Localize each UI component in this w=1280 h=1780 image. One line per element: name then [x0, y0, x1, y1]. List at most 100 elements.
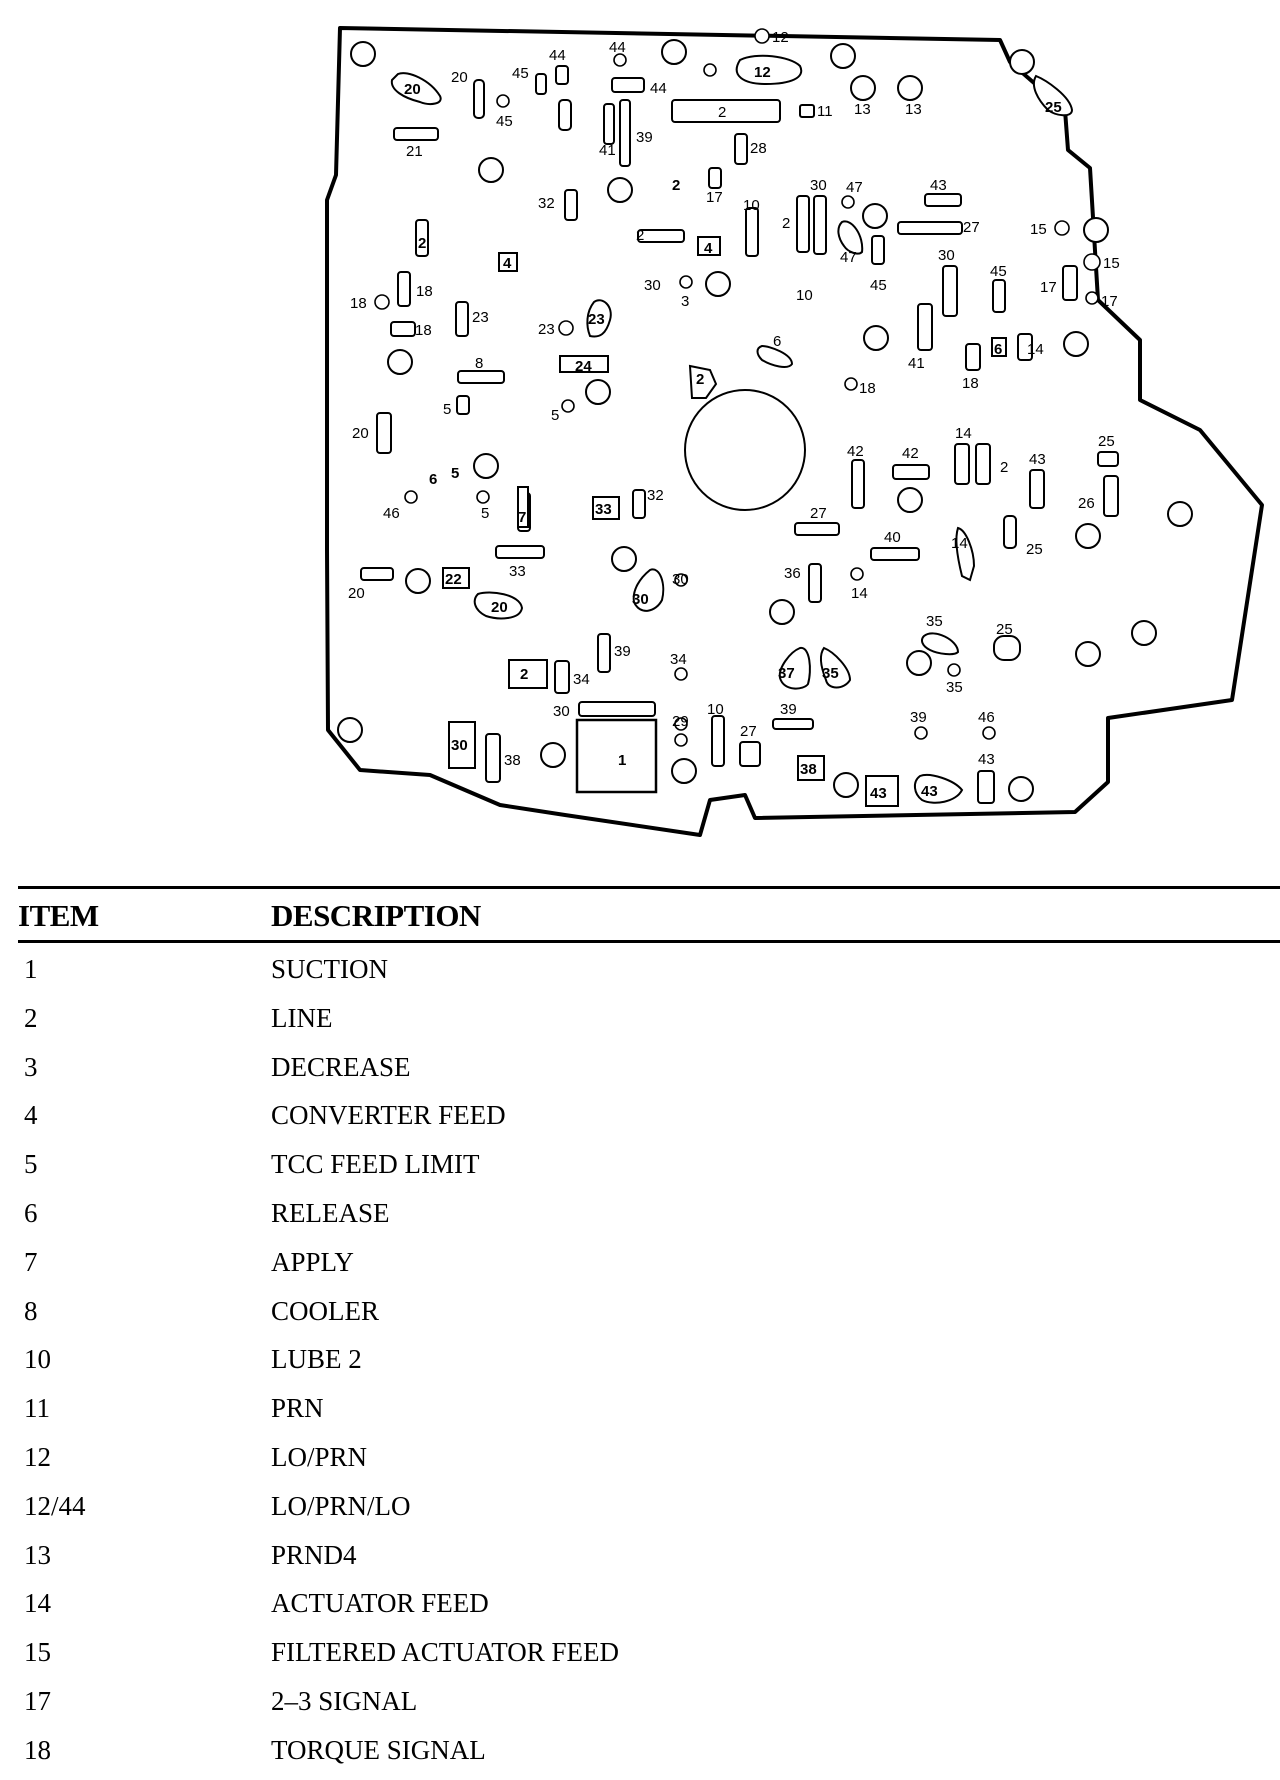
port-label: 36 [784, 565, 801, 582]
port-label: 37 [778, 665, 795, 682]
port-label: 8 [475, 355, 483, 372]
plain-ports [387, 39, 1109, 802]
port-label: 14 [955, 425, 972, 442]
port-label: 40 [884, 529, 901, 546]
suction-port [575, 718, 658, 794]
port-label: 4 [503, 255, 512, 272]
port-label: 38 [504, 752, 521, 769]
port-label: 35 [822, 665, 839, 682]
port-label: 30 [938, 247, 955, 264]
item-cell: 15 [24, 1637, 51, 1668]
port-label: 32 [647, 487, 664, 504]
description-cell: LO/PRN/LO [271, 1490, 411, 1521]
port-label: 25 [1098, 433, 1115, 450]
port-label: 34 [573, 671, 590, 688]
port-label: 2 [1000, 459, 1008, 476]
description-cell: APPLY [271, 1246, 354, 1277]
item-cell: 2 [24, 1002, 38, 1033]
valve-body-diagram: 1 [325, 26, 1264, 837]
description-cell: PRND4 [271, 1539, 357, 1570]
mounting-holes [337, 41, 1193, 743]
port-label: 35 [946, 679, 963, 696]
port-label: 18 [415, 322, 432, 339]
description-cell: LO/PRN [271, 1441, 368, 1472]
port-label: 45 [496, 113, 513, 130]
table-row: 2 LINE [18, 999, 1280, 1048]
port-label: 5 [551, 407, 559, 424]
item-cell: 6 [24, 1197, 38, 1228]
table-rule-header [18, 940, 1280, 943]
description-cell: ACTUATOR FEED [271, 1588, 489, 1619]
slot-ports [360, 65, 1119, 804]
port-label: 17 [706, 189, 723, 206]
port-label: 10 [707, 701, 724, 718]
port-label: 18 [350, 295, 367, 312]
port-label: 2 [520, 666, 528, 683]
port-label: 6 [773, 333, 781, 350]
item-cell: 10 [24, 1344, 51, 1375]
description-cell: TORQUE SIGNAL [271, 1734, 486, 1765]
port-label: 34 [670, 651, 687, 668]
port-label: 2 [672, 177, 680, 194]
port-label: 20 [451, 69, 468, 86]
table-row: 8 COOLER [18, 1292, 1280, 1341]
port-label: 38 [800, 761, 817, 778]
port-label: 6 [994, 341, 1002, 358]
port-label: 18 [859, 380, 876, 397]
port-label: 20 [352, 425, 369, 442]
item-cell: 18 [24, 1734, 51, 1765]
port-label: 47 [840, 249, 857, 266]
port-label: 43 [870, 785, 887, 802]
port-label: 42 [902, 445, 919, 462]
description-cell: RELEASE [271, 1197, 390, 1228]
port-label: 32 [538, 195, 555, 212]
port-label: 20 [348, 585, 365, 602]
table-rule-top [18, 886, 1280, 889]
port-label: 6 [429, 471, 437, 488]
port-label: 44 [549, 47, 566, 64]
port-label: 39 [636, 129, 653, 146]
port-label: 27 [963, 219, 980, 236]
port-label: 5 [443, 401, 451, 418]
port-label: 30 [810, 177, 827, 194]
port-label: 39 [910, 709, 927, 726]
lobed-ports [390, 54, 1074, 804]
port-label: 45 [512, 65, 529, 82]
description-cell: COOLER [271, 1295, 379, 1326]
port-label: 43 [978, 751, 995, 768]
port-label: 2 [418, 235, 426, 252]
port-label: 45 [990, 263, 1007, 280]
port-label: 12 [772, 29, 789, 46]
item-cell: 3 [24, 1051, 38, 1082]
port-label: 41 [599, 142, 616, 159]
port-label: 20 [491, 599, 508, 616]
item-cell: 12/44 [24, 1490, 86, 1521]
item-cell: 8 [24, 1295, 38, 1326]
table-row: 3 DECREASE [18, 1048, 1280, 1097]
item-cell: 7 [24, 1246, 38, 1277]
item-cell: 12 [24, 1441, 51, 1472]
port-label: 12 [754, 64, 771, 81]
port-label: 10 [743, 197, 760, 214]
port-label: 17 [1101, 293, 1118, 310]
port-label: 3 [681, 293, 689, 310]
description-cell: DECREASE [271, 1051, 411, 1082]
port-label: 14 [951, 535, 968, 552]
small-ports [374, 28, 1101, 747]
description-cell: LINE [271, 1002, 333, 1033]
table-row: 7 APPLY [18, 1243, 1280, 1292]
port-label: 27 [810, 505, 827, 522]
port-label: 2 [636, 227, 644, 244]
port-label: 24 [575, 358, 592, 375]
port-label: 13 [854, 101, 871, 118]
port-label: 4 [704, 240, 713, 257]
boxed-ports [442, 236, 1007, 807]
port-label: 28 [750, 140, 767, 157]
port-label: 15 [1030, 221, 1047, 238]
